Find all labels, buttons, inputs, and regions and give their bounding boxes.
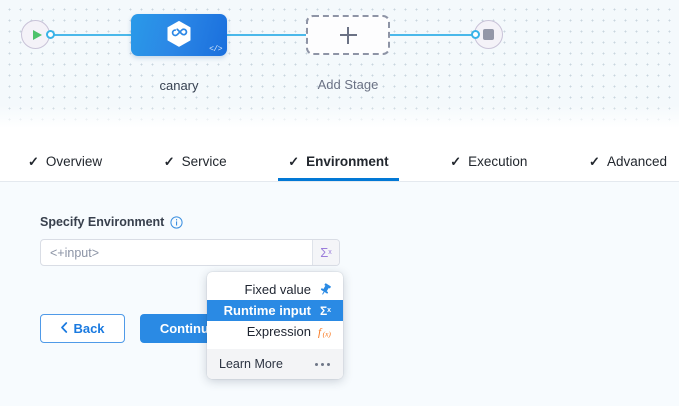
svg-text:(x): (x) bbox=[323, 330, 332, 339]
dropdown-bottom-pad bbox=[207, 342, 343, 349]
more-dots-icon[interactable] bbox=[315, 362, 330, 366]
tab-execution[interactable]: ✓ Execution bbox=[450, 141, 527, 181]
specify-environment-input[interactable] bbox=[41, 240, 312, 265]
check-icon: ✓ bbox=[589, 153, 600, 169]
add-stage-label: Add Stage bbox=[317, 77, 379, 92]
continue-button-label: Continue bbox=[159, 321, 217, 336]
add-stage-button[interactable] bbox=[306, 15, 390, 55]
plus-icon-vertical bbox=[347, 26, 349, 44]
code-icon: </> bbox=[209, 45, 222, 54]
tab-overview-label: Overview bbox=[45, 153, 103, 169]
stage-node-canary[interactable]: </> bbox=[131, 14, 227, 56]
dropdown-item-fixed-value[interactable]: Fixed value bbox=[207, 279, 343, 300]
dropdown-item-runtime-input-label: Runtime input bbox=[223, 303, 311, 318]
tab-gap-4 bbox=[527, 141, 589, 181]
tab-execution-label: Execution bbox=[468, 153, 528, 169]
tab-service-label: Service bbox=[181, 153, 227, 169]
back-button-label: Back bbox=[73, 321, 105, 336]
check-icon: ✓ bbox=[28, 153, 39, 169]
harness-cd-hexagon-icon bbox=[166, 20, 192, 48]
tab-environment-label: Environment bbox=[306, 153, 389, 169]
stop-icon bbox=[483, 29, 494, 40]
svg-text:f: f bbox=[318, 327, 323, 339]
tab-overview[interactable]: ✓ Overview bbox=[28, 141, 102, 181]
tabbar-right-pad bbox=[667, 141, 679, 181]
sigma-glyph: Σ bbox=[320, 245, 329, 260]
info-icon[interactable] bbox=[170, 215, 183, 229]
start-node[interactable] bbox=[21, 20, 50, 49]
stage-node-label: canary bbox=[159, 78, 199, 93]
specify-environment-label: Specify Environment bbox=[40, 215, 165, 229]
stage-tab-bar: ✓ Overview ✓ Service ✓ Environment ✓ Exe… bbox=[0, 141, 679, 182]
back-button[interactable]: Back bbox=[40, 314, 125, 343]
connector-addstage-to-end bbox=[389, 34, 475, 36]
check-icon: ✓ bbox=[450, 153, 462, 169]
end-node[interactable] bbox=[474, 20, 503, 49]
tab-gap-1 bbox=[102, 141, 164, 181]
canvas-fade-overlay bbox=[0, 105, 679, 131]
tab-gap-2 bbox=[227, 141, 289, 181]
fx-icon: f (x) bbox=[318, 325, 333, 339]
tab-service[interactable]: ✓ Service bbox=[164, 141, 227, 181]
tab-advanced-label: Advanced bbox=[606, 153, 667, 169]
tab-environment[interactable]: ✓ Environment bbox=[278, 141, 400, 181]
tab-gap-3 bbox=[389, 141, 451, 181]
sigma-sup: x bbox=[328, 249, 332, 256]
dropdown-item-fixed-value-label: Fixed value bbox=[244, 282, 311, 297]
dropdown-learn-more-row[interactable]: Learn More bbox=[207, 349, 343, 379]
chevron-left-icon bbox=[60, 321, 68, 336]
learn-more-label: Learn More bbox=[219, 357, 283, 371]
check-icon: ✓ bbox=[163, 153, 175, 169]
port-end-in[interactable] bbox=[471, 30, 480, 39]
dropdown-item-expression[interactable]: Expression f (x) bbox=[207, 321, 343, 342]
check-icon: ✓ bbox=[288, 153, 300, 169]
port-start-out[interactable] bbox=[46, 30, 55, 39]
connector-start-to-canary bbox=[50, 34, 136, 36]
pipeline-canvas[interactable]: </> canary Add Stage bbox=[0, 0, 679, 131]
dropdown-top-pad bbox=[207, 272, 343, 279]
dropdown-item-expression-label: Expression bbox=[246, 324, 311, 339]
specify-environment-label-group: Specify Environment bbox=[40, 215, 183, 229]
tab-advanced[interactable]: ✓ Advanced bbox=[589, 141, 667, 181]
specify-environment-input-wrap[interactable]: Σx bbox=[40, 239, 340, 266]
tabbar-left-pad bbox=[0, 141, 28, 181]
pin-icon bbox=[318, 283, 333, 296]
connector-canary-to-addstage bbox=[222, 34, 314, 36]
play-icon bbox=[32, 29, 42, 40]
